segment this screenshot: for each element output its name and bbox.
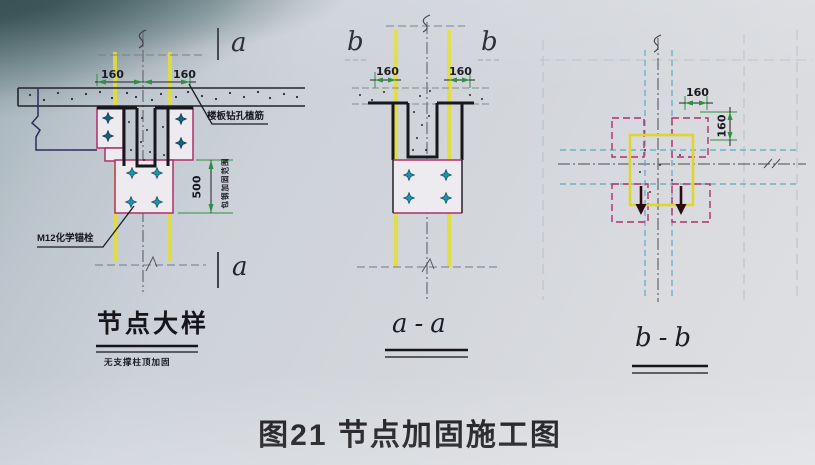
column-pocket-outline bbox=[97, 106, 193, 168]
concrete-stipple bbox=[28, 90, 299, 102]
beam-hidden-lines bbox=[560, 50, 800, 298]
section-aa-label: a-a bbox=[392, 309, 453, 339]
detail-view-subtitle: 无支撑柱顶加固 bbox=[104, 357, 171, 367]
column-pocket-outline bbox=[368, 101, 474, 160]
dimension-500 bbox=[178, 159, 233, 214]
break-line-icon bbox=[422, 14, 431, 33]
dimension-top bbox=[370, 72, 475, 88]
dim-160-bb-horizontal: 160 bbox=[686, 86, 709, 99]
slab-outline bbox=[17, 87, 305, 107]
concrete-stipple bbox=[639, 149, 681, 193]
beam-outline-with-break bbox=[30, 88, 97, 151]
highlighted-anchor-lines bbox=[394, 30, 451, 267]
dim-160-aa-left: 160 bbox=[376, 65, 399, 78]
section-letter-a-bottom: a bbox=[232, 252, 248, 282]
vertical-note: 包钢加固范围 bbox=[220, 157, 230, 209]
break-line-icon bbox=[145, 255, 158, 272]
section-bb-linework bbox=[558, 34, 806, 374]
section-letter-b-left: b bbox=[347, 27, 364, 57]
dimension-160-horizontal bbox=[679, 96, 713, 110]
column-highlight-outline bbox=[628, 133, 695, 207]
section-letter-a-top: a bbox=[231, 28, 247, 58]
base-plate bbox=[393, 160, 462, 213]
section-bb-label: b-b bbox=[635, 323, 699, 353]
concrete-stipple bbox=[359, 90, 483, 151]
leader-line bbox=[37, 205, 135, 248]
section-aa-linework bbox=[345, 14, 499, 358]
dim-160-bb-vertical: 160 bbox=[715, 114, 729, 138]
down-arrow-icons bbox=[635, 186, 687, 215]
slab-note: 楼板钻孔植筋 bbox=[207, 111, 265, 122]
dimension-160-vertical bbox=[700, 107, 737, 146]
dimension-top bbox=[95, 74, 196, 86]
break-line-icon bbox=[763, 158, 781, 169]
dim-160-right: 160 bbox=[173, 68, 196, 81]
concrete-stipple bbox=[128, 117, 165, 161]
jacket-plates-hidden bbox=[611, 117, 711, 223]
jacket-plates bbox=[96, 107, 194, 214]
break-line-icon bbox=[421, 257, 435, 273]
break-line-icon bbox=[138, 29, 147, 49]
paper-grid-lines bbox=[540, 30, 813, 300]
figure-caption: 图21 节点加固施工图 bbox=[258, 419, 562, 452]
dim-160-aa-right: 160 bbox=[449, 65, 472, 78]
dim-500: 500 bbox=[190, 175, 204, 199]
detail-view-title: 节点大样 bbox=[97, 310, 210, 338]
anchor-note: M12化学锚栓 bbox=[37, 233, 94, 244]
dim-160-left: 160 bbox=[101, 68, 124, 81]
detail-view-linework bbox=[17, 28, 305, 353]
section-letter-b-right: b bbox=[481, 27, 498, 57]
leader-line bbox=[188, 83, 268, 125]
break-line-icon bbox=[653, 34, 662, 53]
